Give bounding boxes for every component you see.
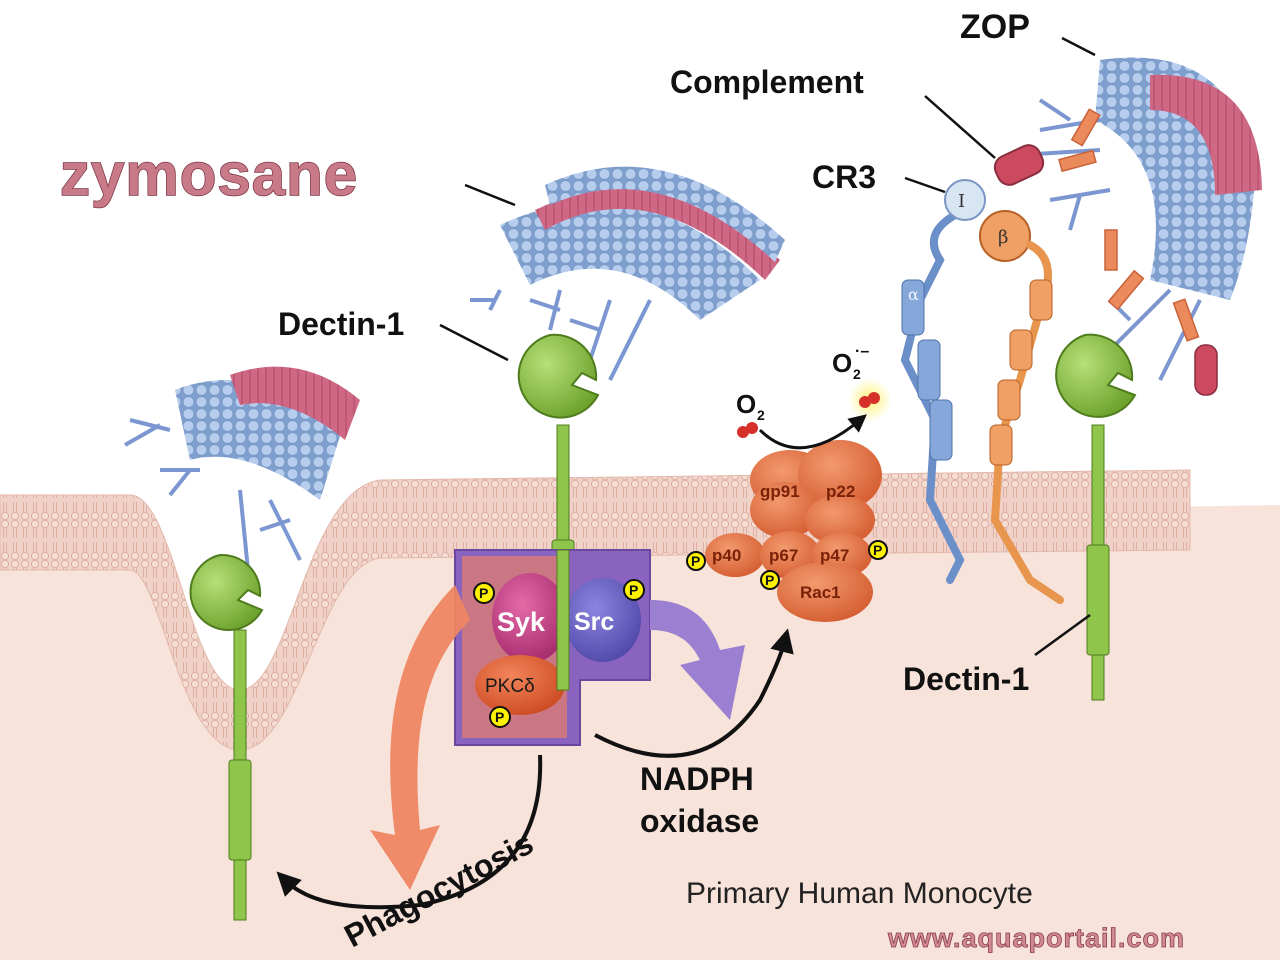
leader-lines	[439, 36, 1096, 657]
o2-molecule	[737, 422, 758, 438]
nadph-purple-arrow	[650, 600, 745, 720]
nadph-oxidase-complex	[705, 440, 882, 622]
syk-label: Syk	[497, 607, 546, 637]
rac1-label: Rac1	[800, 583, 841, 602]
p22-label: p22	[826, 482, 855, 501]
credit-watermark: www.aquaportail.com	[887, 923, 1185, 953]
svg-text:P: P	[765, 572, 774, 588]
nadph-label-line1: NADPH	[640, 761, 754, 797]
svg-text:P: P	[495, 709, 504, 725]
cr3-receptor	[900, 179, 1064, 604]
zymosane-title: zymosane	[60, 141, 358, 208]
o2-sub-label: 2	[757, 407, 765, 423]
superoxide-sub-label: 2	[853, 366, 861, 382]
cr3-label: CR3	[812, 159, 876, 195]
dectin-1-middle	[517, 333, 600, 691]
cr3-alpha-label: α	[908, 285, 919, 304]
svg-text:P: P	[691, 553, 700, 569]
zymosan-particle-top	[470, 166, 785, 381]
superoxide-sup-label: ·–	[855, 343, 869, 360]
o2-to-superoxide-arrow	[758, 414, 867, 450]
svg-text:P: P	[629, 582, 638, 598]
pkc-label: PKCδ	[485, 676, 535, 697]
phospho-badges: P P P P P P	[473, 540, 888, 728]
primary-monocyte-label: Primary Human Monocyte	[686, 877, 1033, 910]
superoxide-molecule	[848, 378, 892, 422]
cell-membrane	[0, 469, 1191, 751]
dectin-1-left	[189, 553, 264, 921]
phagocytosis-orange-arrow	[370, 585, 470, 890]
o2-label: O	[736, 389, 756, 419]
svg-text:P: P	[479, 585, 488, 601]
complement-label: Complement	[670, 64, 864, 100]
src-kinase	[565, 578, 641, 662]
dectin-1-top-label: Dectin-1	[278, 306, 404, 342]
dectin-1-right-label: Dectin-1	[903, 661, 1029, 697]
dectin-1-right	[1055, 333, 1137, 701]
zymosan-particle-right-zop	[1019, 57, 1262, 381]
p67-label: p67	[769, 546, 798, 565]
src-label: Src	[574, 608, 614, 636]
p47-label: p47	[820, 546, 849, 565]
complement-fragment	[993, 144, 1045, 186]
zymosan-particle-left	[124, 366, 360, 591]
pkc-delta-kinase	[475, 655, 565, 715]
cr3-beta-label: β	[998, 227, 1008, 248]
gp91-label: gp91	[760, 482, 800, 501]
syk-kinase	[492, 573, 568, 663]
phagocytosis-black-arrow	[276, 754, 543, 910]
nadph-label-line2: oxidase	[640, 803, 759, 839]
cr3-i-domain-label: I	[958, 191, 965, 212]
svg-text:P: P	[873, 542, 882, 558]
superoxide-label: O	[832, 348, 852, 378]
nadph-activation-arrow	[594, 628, 794, 758]
p40-label: p40	[712, 546, 741, 565]
zop-label: ZOP	[960, 8, 1030, 46]
antibodies	[1058, 108, 1218, 396]
